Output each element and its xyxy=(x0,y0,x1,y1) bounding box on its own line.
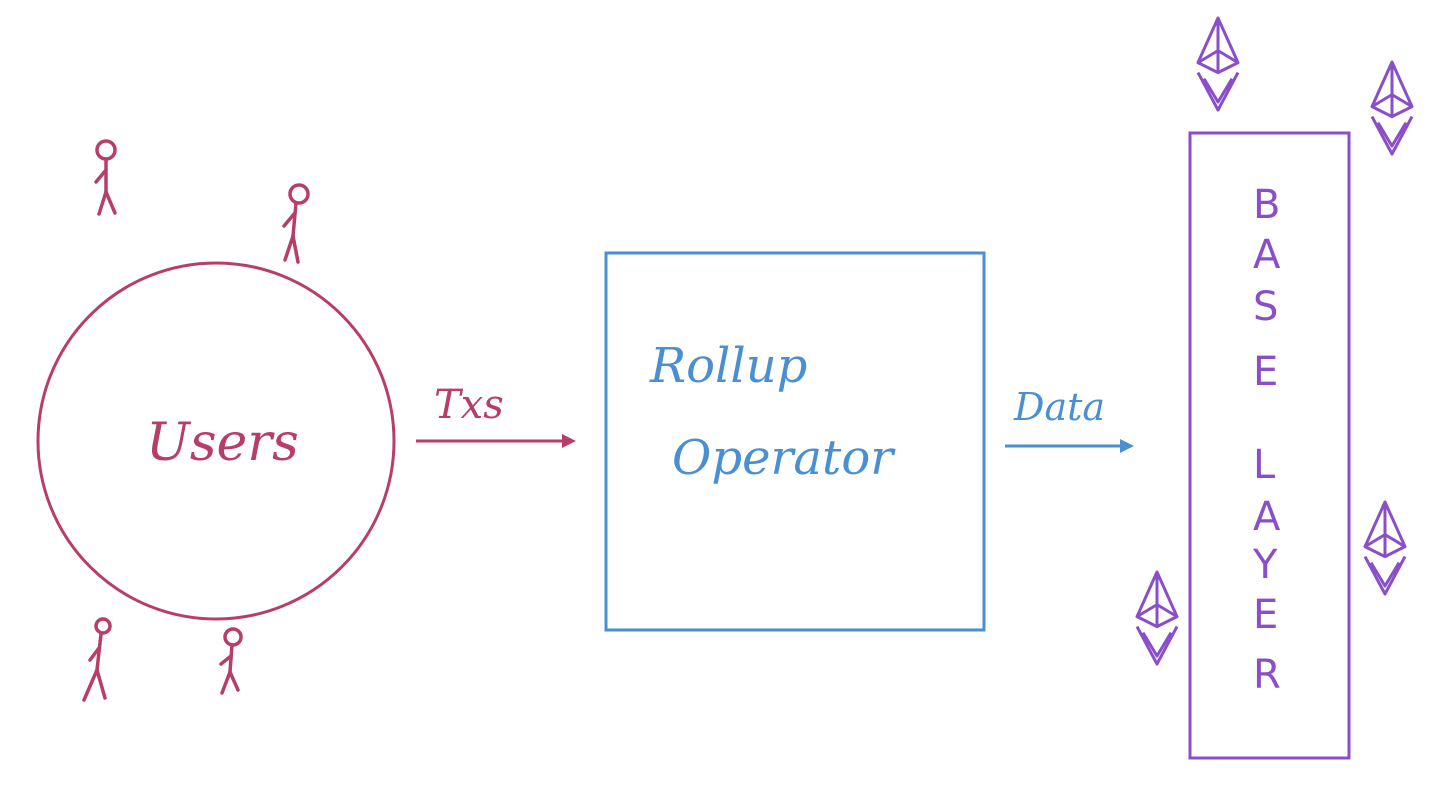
txs-arrow: Txs xyxy=(416,382,576,448)
base-layer-letter: A xyxy=(1253,232,1281,278)
data-label: Data xyxy=(1013,385,1105,429)
person-icon-1 xyxy=(94,139,117,216)
person-icon-3 xyxy=(82,617,112,702)
rollup-label-line1: Rollup xyxy=(649,338,807,394)
rollup-operator-node: Rollup Operator xyxy=(604,251,986,632)
base-layer-box xyxy=(1188,131,1351,760)
base-layer-letter: E xyxy=(1253,349,1278,395)
ethereum-diamond-icon xyxy=(1196,16,1240,112)
rollup-operator-box xyxy=(604,251,986,632)
txs-label: Txs xyxy=(434,382,504,428)
base-layer-letter: R xyxy=(1253,652,1281,698)
base-layer-letter: B xyxy=(1253,182,1280,228)
users-node: Users xyxy=(36,261,396,621)
users-label: Users xyxy=(146,413,299,473)
ethereum-icons xyxy=(1135,16,1414,666)
base-layer-letter: L xyxy=(1253,442,1276,488)
ethereum-diamond-icon xyxy=(1370,60,1414,156)
data-arrow: Data xyxy=(1005,385,1134,453)
rollup-label-line2: Operator xyxy=(672,430,896,486)
base-layer-letter: S xyxy=(1253,284,1278,330)
base-layer-letter: Y xyxy=(1252,542,1278,588)
ethereum-diamond-icon xyxy=(1135,570,1179,666)
users-circle xyxy=(36,261,396,621)
person-icon-2 xyxy=(282,183,310,264)
base-layer-letter: E xyxy=(1253,592,1278,638)
person-icon-4 xyxy=(219,627,243,695)
base-layer-letter: A xyxy=(1253,494,1281,540)
ethereum-diamond-icon xyxy=(1363,500,1407,596)
